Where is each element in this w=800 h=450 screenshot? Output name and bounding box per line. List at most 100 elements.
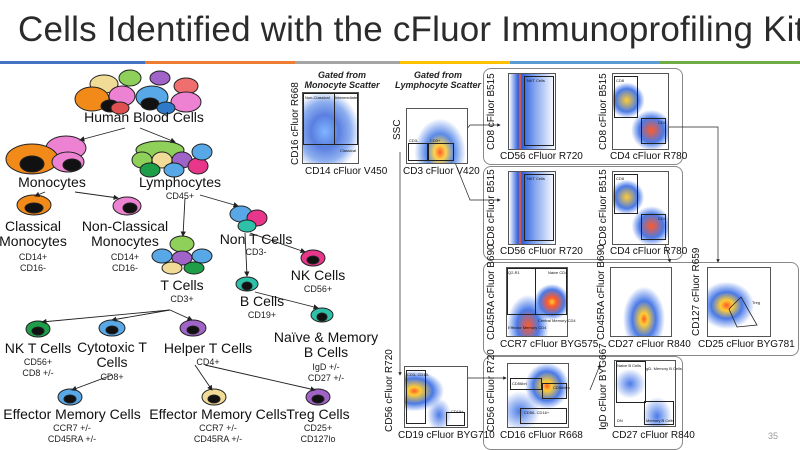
label-helper-t: Helper T Cells bbox=[163, 340, 253, 356]
label-nkt-marker-2: CD8 +/- bbox=[22, 368, 54, 378]
gate-q2r1 bbox=[507, 268, 536, 315]
gate-cd3pos bbox=[428, 143, 454, 161]
xlabel-lymphocyte: CD3 cFluor V420 bbox=[403, 166, 480, 177]
label-classical-marker-2: CD16- bbox=[19, 263, 47, 273]
label-nkt-marker-1: CD56+ bbox=[23, 357, 53, 367]
t-cells-icon bbox=[151, 235, 213, 275]
ylabel-cd4-2: CD8 cFluor B515 bbox=[598, 169, 609, 246]
plot-lymphocyte-area bbox=[406, 108, 468, 164]
label-cytotoxic-marker: CD8+ bbox=[100, 372, 124, 382]
xlabel-treg: CD25 cFluor BYG781 bbox=[698, 339, 795, 350]
ylabel-monocyte: CD16 cFluor R668 bbox=[290, 82, 301, 165]
gate-label-cd4-1: CD4 bbox=[658, 120, 667, 125]
label-cytotoxic-t: Cytotoxic T Cells bbox=[77, 339, 147, 370]
gate-naive-cd4 bbox=[535, 268, 567, 315]
tree-arrows bbox=[34, 127, 319, 392]
gate-label-treg: Treg bbox=[752, 300, 761, 305]
gate-cd19pos bbox=[446, 412, 465, 426]
label-nk-marker: CD56+ bbox=[303, 284, 333, 294]
accent-bar-6 bbox=[660, 61, 800, 64]
group-cd8-cd4-top bbox=[483, 68, 683, 165]
b-cell-icon bbox=[235, 276, 259, 292]
label-classical-monocytes: Classical Monocytes bbox=[0, 218, 67, 249]
ylabel-igd: IgD cFluor BYG667 bbox=[598, 343, 609, 430]
gate-label-nkt-2: NKT Cells bbox=[527, 176, 545, 181]
monocyte-icon bbox=[5, 135, 87, 175]
human-blood-cells-icon bbox=[74, 69, 202, 115]
label-treg-cells: Treg Cells bbox=[286, 406, 350, 422]
gate-cd56bri bbox=[510, 378, 542, 390]
cell-tree-diagram bbox=[5, 69, 334, 406]
gate-label-cd3-cd19: CD3- CD19- bbox=[407, 372, 430, 377]
xlabel-igd: CD27 cFluor R840 bbox=[612, 430, 695, 441]
plot-cd16-area bbox=[507, 363, 569, 428]
gate-label-cd8-2: CD8 bbox=[616, 176, 625, 181]
label-b-marker: CD19+ bbox=[247, 310, 277, 320]
gate-naive-b bbox=[616, 361, 646, 403]
gate-cd4-2 bbox=[641, 214, 666, 240]
gate-cd3neg bbox=[408, 143, 428, 161]
xlabel-cd4-1: CD4 cFluor R780 bbox=[610, 151, 688, 162]
plot-cd4-2-area bbox=[612, 171, 669, 245]
gate-label-cd19pos: CD19+ bbox=[451, 409, 464, 414]
label-t-marker: CD3+ bbox=[170, 294, 194, 304]
lymphocyte-icon bbox=[131, 140, 213, 178]
gate-label-classical: Classical bbox=[340, 148, 357, 153]
ylabel-nkt-1: CD8 cFluor B515 bbox=[486, 73, 497, 150]
label-naive-memory-b: Naïve & Memory B Cells bbox=[273, 329, 379, 360]
accent-bar-5 bbox=[510, 61, 660, 64]
xlabel-cd4-2: CD4 cFluor R780 bbox=[610, 246, 688, 257]
gate-memory-b bbox=[644, 401, 674, 425]
label-nk-cells: NK Cells bbox=[290, 267, 346, 283]
gate-label-nkt-1: NKT Cells bbox=[527, 78, 545, 83]
gate-label-effector-cd4: Effector Memory CD4 bbox=[508, 325, 547, 330]
label-non-t-cells: Non T Cells bbox=[219, 231, 293, 247]
gate-label-cd56neg: CD56- CD16+ bbox=[524, 410, 550, 415]
plot-cd27-area bbox=[610, 267, 672, 337]
label-lymphocytes: Lymphocytes bbox=[139, 174, 221, 190]
gate-label-cd56bri: CD56bri bbox=[512, 381, 527, 386]
plot-monocyte-area bbox=[302, 92, 359, 164]
effector2-icon bbox=[201, 388, 227, 406]
gate-cd56neg bbox=[520, 408, 567, 424]
xlabel-nkt-2: CD56 cFluor R720 bbox=[500, 246, 583, 257]
xlabel-cd27: CD27 cFluor R840 bbox=[608, 339, 691, 350]
gate-intermediate bbox=[334, 93, 358, 145]
plot-cd19-area bbox=[404, 366, 468, 428]
slide-title: Cells Identified with the cFluor Immunop… bbox=[18, 10, 800, 49]
gate-cd8-1 bbox=[614, 76, 638, 118]
gate-label-memory-b: Memory B Cells bbox=[646, 418, 675, 423]
label-treg-marker-2: CD127lo bbox=[300, 434, 336, 444]
accent-bar-2 bbox=[145, 61, 295, 64]
label-b-cells: B Cells bbox=[239, 293, 285, 309]
cytotoxic-icon bbox=[98, 319, 126, 337]
plot-treg-area bbox=[707, 267, 771, 337]
label-treg-marker-1: CD25+ bbox=[303, 423, 333, 433]
gate-label-cd3neg: CD3- bbox=[409, 138, 419, 143]
xlabel-cd19: CD19 cFluor BYG710 bbox=[398, 430, 495, 441]
ylabel-cd16: CD56 cFluor R720 bbox=[486, 349, 497, 432]
gate-nkt-1 bbox=[524, 76, 554, 146]
ylabel-lymphocyte: SSC bbox=[392, 119, 403, 140]
xlabel-monocyte: CD14 cFluor V450 bbox=[305, 166, 388, 177]
gate-label-nonclassical: Non-Classical bbox=[305, 95, 330, 100]
ylabel-treg: CD127 cFluor R659 bbox=[691, 247, 702, 336]
label-effector-memory-2: Effector Memory Cells bbox=[149, 406, 287, 422]
gate-label-cd8-1: CD8 bbox=[616, 78, 625, 83]
header-gated-lymphocyte: Gated from Lymphocyte Scatter bbox=[394, 70, 482, 90]
label-effector2-marker-1: CCR7 +/- bbox=[199, 423, 237, 433]
group-cd8-cd4-bottom bbox=[483, 166, 683, 260]
ylabel-cd19: CD56 cFluor R720 bbox=[384, 349, 395, 432]
gate-label-naive-b: Naive B Cells bbox=[617, 363, 642, 368]
label-helper-marker: CD4+ bbox=[196, 357, 220, 367]
accent-bar-4 bbox=[400, 61, 510, 64]
gate-label-cd3pos: CD3+ bbox=[430, 138, 441, 143]
label-non-t-marker: CD3- bbox=[245, 247, 267, 257]
gate-label-cd56dim: CD56dim bbox=[553, 385, 570, 390]
gate-label-igd-memory: IgD- Memory B Cells bbox=[645, 366, 682, 371]
page-number: 35 bbox=[768, 431, 779, 441]
xlabel-nkt-1: CD56 cFluor R720 bbox=[500, 151, 583, 162]
group-helper-subsets bbox=[483, 262, 799, 356]
classical-monocyte-icon bbox=[16, 194, 52, 216]
plot-nkt-2-area bbox=[508, 171, 556, 245]
